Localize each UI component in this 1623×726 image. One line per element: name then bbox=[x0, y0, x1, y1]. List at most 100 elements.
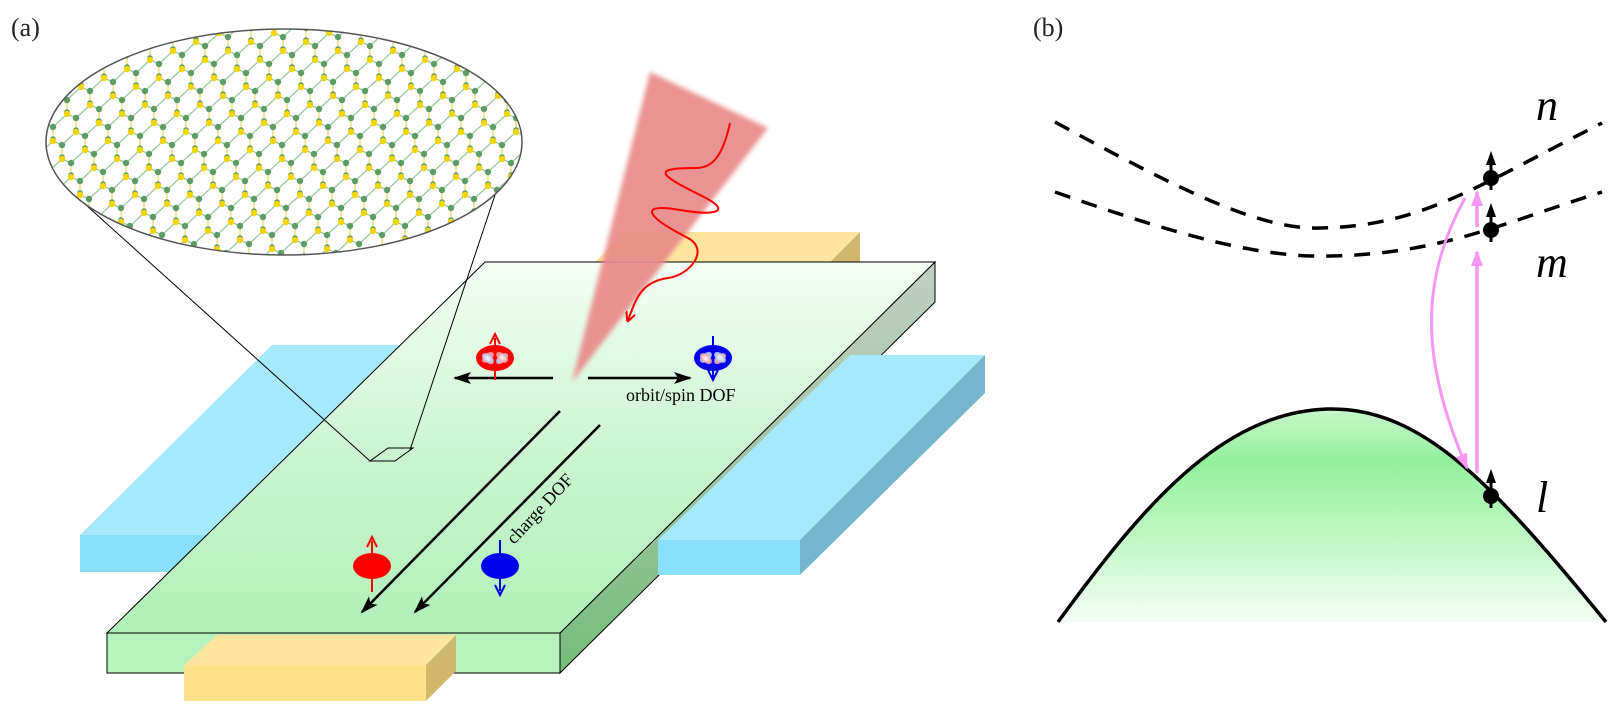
lattice-bond bbox=[416, 15, 430, 28]
atom-green bbox=[104, 123, 112, 131]
atom-yellow bbox=[292, 128, 300, 136]
atom-yellow bbox=[132, 83, 140, 91]
atom-yellow bbox=[411, 146, 419, 154]
atom-green bbox=[204, 213, 212, 221]
lattice-bond bbox=[281, 267, 290, 271]
lattice-bond bbox=[62, 29, 78, 38]
atom-green bbox=[328, 186, 336, 194]
atom-green bbox=[177, 159, 185, 167]
atom-green bbox=[72, 114, 80, 122]
atom-green bbox=[365, 271, 371, 277]
lattice-bond bbox=[46, 32, 55, 47]
atom-yellow bbox=[355, 254, 363, 255]
atom-yellow bbox=[160, 29, 168, 37]
atom-yellow bbox=[471, 101, 479, 109]
atom-green bbox=[191, 132, 199, 140]
lattice-bond bbox=[543, 159, 557, 172]
atom-green bbox=[201, 42, 209, 50]
atom-yellow bbox=[384, 92, 392, 100]
lattice-bond bbox=[502, 29, 518, 38]
atom-green bbox=[521, 132, 522, 140]
panel-b-label: (b) bbox=[1033, 13, 1063, 42]
atom-yellow bbox=[68, 65, 76, 73]
atom-green bbox=[54, 78, 62, 86]
atom-green bbox=[278, 141, 286, 149]
atom-green bbox=[498, 141, 506, 149]
atom-green bbox=[485, 60, 493, 68]
atom-green bbox=[536, 106, 542, 112]
atom-green bbox=[374, 168, 382, 176]
lattice-bond bbox=[352, 24, 361, 28]
lattice-bond bbox=[493, 32, 504, 38]
atom-yellow bbox=[237, 128, 245, 136]
atom-green bbox=[46, 181, 51, 187]
atom-green bbox=[429, 168, 437, 176]
atom-yellow bbox=[76, 191, 84, 199]
atom-yellow bbox=[178, 65, 186, 73]
atom-green bbox=[479, 213, 487, 221]
lattice-bond bbox=[226, 267, 235, 271]
lattice-bond bbox=[381, 248, 392, 254]
atom-yellow bbox=[228, 110, 236, 118]
atom-green bbox=[232, 268, 238, 274]
atom-green bbox=[113, 141, 121, 149]
lattice-bond bbox=[35, 105, 44, 109]
lattice-bond bbox=[108, 32, 119, 38]
atom-green bbox=[72, 235, 78, 241]
atom-green bbox=[138, 37, 144, 43]
atom-yellow bbox=[141, 101, 149, 109]
atom-green bbox=[342, 268, 348, 274]
atom-green bbox=[259, 213, 267, 221]
band-n bbox=[1054, 120, 1603, 230]
atom-green bbox=[81, 132, 89, 140]
lattice-bond bbox=[506, 86, 522, 101]
atom-yellow bbox=[58, 264, 64, 270]
lattice-bond bbox=[85, 41, 96, 47]
atom-yellow bbox=[480, 119, 488, 127]
atom-green bbox=[177, 280, 183, 286]
lattice-bond bbox=[535, 33, 549, 46]
atom-green bbox=[540, 169, 546, 175]
lattice-bond bbox=[535, 60, 544, 64]
atom-green bbox=[81, 253, 87, 255]
atom-yellow bbox=[402, 128, 410, 136]
atom-yellow bbox=[488, 245, 496, 253]
atom-green bbox=[470, 195, 478, 203]
lattice-bond bbox=[48, 77, 59, 83]
lattice-bond bbox=[491, 221, 507, 236]
lattice-bond bbox=[51, 248, 62, 254]
atom-green bbox=[210, 60, 218, 68]
atom-yellow bbox=[375, 74, 383, 82]
atom-yellow bbox=[334, 47, 342, 55]
atom-green bbox=[145, 271, 151, 277]
atom-green bbox=[343, 51, 351, 59]
atom-green bbox=[489, 244, 495, 250]
atom-yellow bbox=[36, 165, 42, 171]
atom-yellow bbox=[476, 56, 484, 64]
atom-yellow bbox=[58, 155, 66, 163]
atom-green bbox=[209, 168, 217, 176]
atom-green bbox=[67, 268, 73, 274]
atom-yellow bbox=[210, 74, 218, 82]
atom-yellow bbox=[527, 102, 533, 108]
atom-yellow bbox=[218, 200, 226, 208]
atom-yellow bbox=[319, 182, 327, 190]
optical-transitions bbox=[1430, 190, 1483, 473]
atom-green bbox=[55, 91, 61, 97]
atom-green bbox=[397, 280, 403, 286]
atom-green bbox=[228, 96, 236, 104]
atom-yellow bbox=[108, 200, 116, 208]
atom-yellow bbox=[196, 101, 204, 109]
atom-yellow bbox=[82, 38, 90, 46]
lattice-bond bbox=[547, 222, 561, 235]
blue-electrode-right bbox=[658, 355, 985, 575]
atom-yellow bbox=[370, 119, 378, 127]
atom-yellow bbox=[113, 155, 121, 163]
lattice-bond bbox=[80, 59, 96, 74]
atom-green bbox=[535, 226, 541, 232]
atom-green bbox=[369, 213, 377, 221]
atom-yellow bbox=[439, 92, 447, 100]
atom-green bbox=[452, 268, 458, 274]
atom-yellow bbox=[173, 110, 181, 118]
